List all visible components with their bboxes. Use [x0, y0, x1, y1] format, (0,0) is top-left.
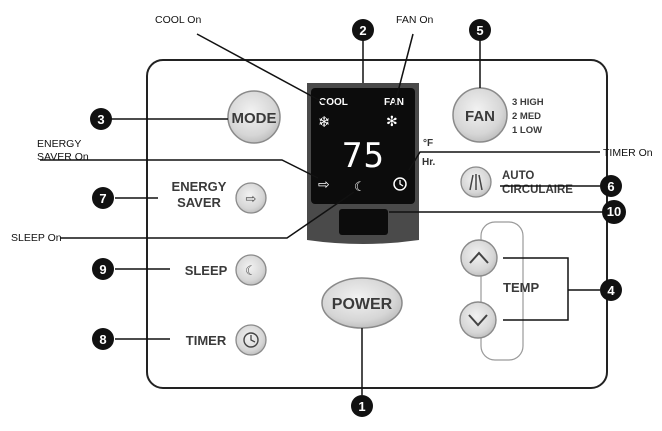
- temperature-readout: 75: [342, 136, 385, 176]
- callout-line-timer-on: [408, 151, 600, 171]
- energy-saver-label-line2: SAVER: [177, 195, 221, 210]
- marker-10: 10: [602, 200, 626, 224]
- snowflake-icon: ❄: [318, 113, 331, 131]
- energy-saver-button[interactable]: ⇨: [235, 182, 267, 214]
- callout-cool-on: COOL On: [155, 14, 201, 26]
- marker-1-label: 1: [358, 399, 365, 414]
- timer-button[interactable]: [235, 324, 267, 356]
- callout-lines: [40, 33, 603, 395]
- power-button-label: POWER: [332, 296, 393, 313]
- number-markers: 2 5 3 7 6 10 9 4 8 1: [90, 19, 626, 417]
- energy-saver-label-line1: ENERGY: [172, 179, 227, 194]
- temp-down-button[interactable]: [459, 301, 497, 339]
- fan-speed-med: 2 MED: [512, 111, 541, 122]
- unit-fahrenheit-label: °F: [423, 138, 433, 149]
- mode-button-label: MODE: [232, 110, 277, 127]
- marker-3-label: 3: [97, 112, 104, 127]
- clock-icon: [243, 332, 259, 348]
- air-flow-icon: [469, 174, 483, 191]
- auto-circulaire-button[interactable]: [460, 166, 492, 198]
- display-panel: COOL FAN ❄ ✻ 75 ⇨ ☾: [307, 83, 419, 244]
- marker-3: 3: [90, 108, 112, 130]
- marker-8-label: 8: [99, 332, 106, 347]
- callout-line-sleep-on: [60, 191, 355, 239]
- fan-blade-icon: ✻: [386, 114, 398, 130]
- mode-button[interactable]: MODE: [227, 90, 281, 144]
- marker-1: 1: [351, 395, 373, 417]
- display-cool-label: COOL: [319, 97, 348, 108]
- marker-4-label: 4: [607, 283, 615, 298]
- fan-button[interactable]: FAN: [452, 87, 508, 143]
- fan-speed-high: 3 HIGH: [512, 97, 544, 108]
- sleep-button[interactable]: ☾: [235, 254, 267, 286]
- callout-line-temp: [503, 257, 569, 321]
- energy-saver-icon: ⇨: [246, 192, 257, 207]
- display-receiver-window: [339, 209, 388, 235]
- callout-sleep-on: SLEEP On: [11, 232, 62, 244]
- chevron-up-icon: [469, 251, 489, 264]
- marker-2: 2: [352, 19, 374, 41]
- sleep-indicator-icon: ☾: [354, 180, 366, 195]
- callout-line-energy-saver-on: [40, 159, 319, 179]
- marker-5: 5: [469, 19, 491, 41]
- unit-hours-label: Hr.: [422, 157, 436, 168]
- timer-indicator-icon: [393, 177, 407, 191]
- fan-button-label: FAN: [465, 108, 495, 125]
- sleep-label: SLEEP: [185, 263, 228, 278]
- temp-up-button[interactable]: [460, 239, 498, 277]
- temp-label: TEMP: [503, 280, 539, 295]
- energy-saver-indicator-icon: ⇨: [318, 177, 330, 193]
- callout-energy-saver-on-line1: ENERGY: [37, 138, 81, 150]
- marker-4: 4: [600, 279, 622, 301]
- marker-5-label: 5: [476, 23, 483, 38]
- sleep-icon: ☾: [245, 264, 257, 279]
- callout-energy-saver-on-line2: SAVER On: [37, 151, 89, 163]
- display-screen: [311, 88, 415, 204]
- marker-8: 8: [92, 328, 114, 350]
- callout-fan-on: FAN On: [396, 14, 434, 26]
- callout-line-fan: [393, 33, 414, 108]
- chevron-down-icon: [468, 314, 488, 327]
- auto-circulaire-label-line1: AUTO: [502, 170, 534, 182]
- marker-7-label: 7: [99, 191, 106, 206]
- marker-6-label: 6: [607, 179, 614, 194]
- fan-speed-low: 1 LOW: [512, 125, 542, 136]
- auto-circulaire-label-line2: CIRCULAIRE: [502, 184, 573, 196]
- marker-2-label: 2: [359, 23, 366, 38]
- marker-6: 6: [600, 175, 622, 197]
- power-button[interactable]: POWER: [321, 277, 403, 329]
- marker-10-label: 10: [607, 204, 621, 219]
- timer-label: TIMER: [186, 333, 227, 348]
- callout-timer-on: TIMER On: [603, 147, 653, 159]
- callout-line-cool: [196, 33, 331, 107]
- marker-7: 7: [92, 187, 114, 209]
- marker-9: 9: [92, 258, 114, 280]
- display-fan-label: FAN: [384, 97, 404, 108]
- marker-9-label: 9: [99, 262, 106, 277]
